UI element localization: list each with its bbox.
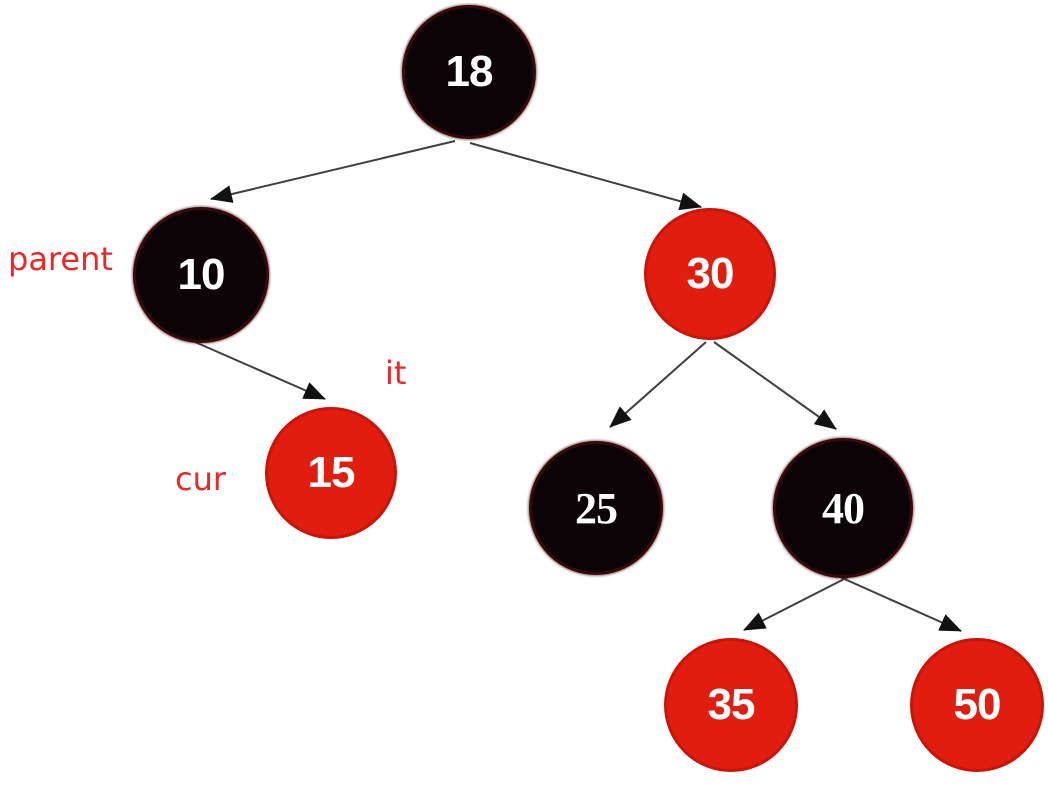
- tree-node-40: 40: [773, 438, 913, 578]
- tree-node-18: 18: [402, 5, 536, 139]
- tree-node-35: 35: [664, 638, 798, 772]
- node-label-30: 30: [686, 249, 735, 298]
- edge-18-to-10: [210, 140, 456, 203]
- edge-30-to-25: [609, 341, 707, 428]
- annotation-cur: cur: [175, 460, 227, 498]
- node-label-15: 15: [307, 448, 356, 497]
- annotation-it: it: [385, 354, 407, 392]
- tree-node-10: 10: [133, 207, 269, 343]
- edge-10-to-15: [194, 341, 326, 400]
- node-label-50: 50: [953, 680, 1002, 729]
- edge-18-to-30: [469, 142, 702, 211]
- node-label-10: 10: [177, 250, 226, 299]
- node-label-35: 35: [707, 680, 756, 729]
- tree-node-50: 50: [910, 638, 1044, 772]
- tree-node-30: 30: [644, 208, 776, 340]
- node-label-18: 18: [445, 47, 494, 96]
- node-label-40: 40: [822, 483, 865, 533]
- edge-30-to-40: [713, 341, 837, 430]
- annotation-parent: parent: [8, 240, 113, 278]
- edge-40-to-50: [839, 576, 962, 632]
- node-label-25: 25: [575, 483, 618, 533]
- tree-node-15: 15: [265, 407, 397, 539]
- tree-node-25: 25: [529, 441, 663, 575]
- edge-40-to-35: [743, 574, 853, 631]
